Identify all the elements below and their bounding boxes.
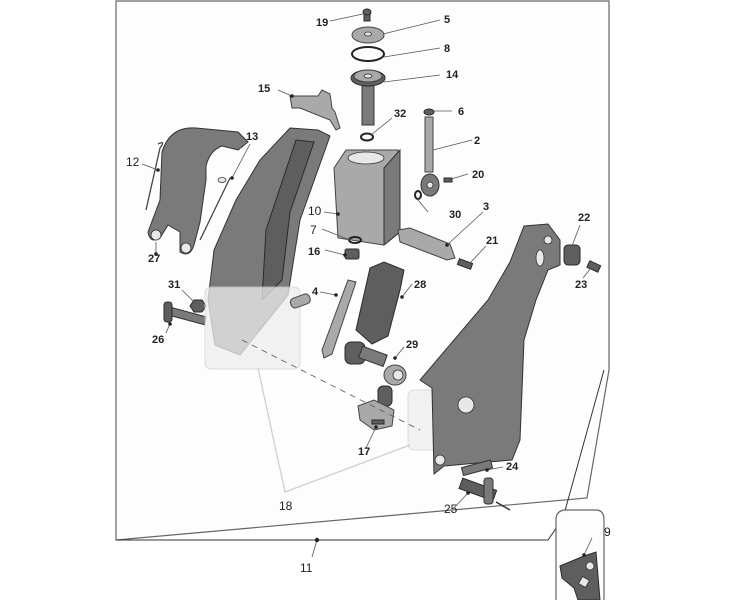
- callout-25[interactable]: 25: [444, 502, 458, 516]
- callout-19[interactable]: 19: [316, 17, 328, 29]
- part-24-bolt: [460, 459, 494, 477]
- callout-29[interactable]: 29: [406, 339, 418, 351]
- main-housing-ribs: [261, 139, 315, 302]
- part-29-lever: [344, 341, 407, 407]
- leader-lines: [141, 13, 593, 558]
- part-31-nut: [189, 299, 207, 313]
- callout-4[interactable]: 4: [312, 286, 319, 298]
- callout-23[interactable]: 23: [575, 279, 587, 291]
- part-26-pin: [163, 301, 207, 326]
- callout-10[interactable]: 10: [308, 204, 322, 218]
- callout-14[interactable]: 14: [446, 69, 459, 81]
- callout-7[interactable]: 7: [310, 223, 317, 237]
- part-22-bush: [563, 244, 581, 266]
- part-4-link: [321, 279, 357, 359]
- part-3-arm: [397, 227, 456, 261]
- callout-3[interactable]: 3: [483, 201, 489, 213]
- part-19-screw: [362, 8, 372, 22]
- callout-9[interactable]: 9: [604, 525, 611, 539]
- housing-pin: [289, 293, 311, 309]
- callout-13[interactable]: 13: [246, 131, 258, 143]
- callout-20[interactable]: 20: [472, 169, 484, 181]
- leader-18: [257, 367, 411, 493]
- part-30-clip: [414, 190, 422, 200]
- part-21-pin: [456, 258, 474, 270]
- highlight-region-left: [204, 286, 301, 370]
- callout-5[interactable]: 5: [444, 14, 450, 26]
- part-13-spring-loop: [217, 177, 227, 183]
- callout-21[interactable]: 21: [486, 235, 498, 247]
- callout-22[interactable]: 22: [578, 212, 590, 224]
- part-15-bracket: [289, 89, 341, 131]
- part-5-cap-disc: [351, 26, 385, 44]
- part-10-box-housing: [333, 148, 401, 247]
- part-13-spring: [199, 177, 231, 241]
- callout-18[interactable]: 18: [279, 499, 293, 513]
- part-25-pin: [458, 477, 511, 511]
- part-2-rod: [420, 116, 440, 197]
- right-bracket-plate: [419, 223, 561, 476]
- callout-27[interactable]: 27: [148, 253, 160, 265]
- callout-15[interactable]: 15: [258, 83, 270, 95]
- callout-12[interactable]: 12: [126, 155, 140, 169]
- part-12-spring-wire: [145, 142, 164, 211]
- callout-11[interactable]: 11: [300, 561, 313, 575]
- callout-17[interactable]: 17: [358, 446, 370, 458]
- part-23-bolt: [586, 260, 602, 273]
- part-17-switch-block: [357, 399, 395, 431]
- callout-26[interactable]: 26: [152, 334, 164, 346]
- callout-2[interactable]: 2: [474, 135, 480, 147]
- callout-30[interactable]: 30: [449, 209, 461, 221]
- part-8-o-ring: [351, 46, 385, 62]
- callout-32[interactable]: 32: [394, 108, 406, 120]
- part-32-small-ring: [360, 132, 374, 142]
- callout-8[interactable]: 8: [444, 43, 450, 55]
- callout-31[interactable]: 31: [168, 279, 180, 291]
- leader-dots: [154, 94, 586, 557]
- assembly-axis-line: [241, 339, 421, 431]
- part-6-cap: [423, 108, 435, 116]
- callout-6[interactable]: 6: [458, 106, 464, 118]
- part-16-sensor: [344, 248, 360, 260]
- part-28-link-plates: [355, 261, 405, 345]
- callout-labels: 19 5 8 14 15 32 6 2 13 12 20 30 10 3 22 …: [126, 14, 611, 575]
- callout-24[interactable]: 24: [506, 461, 519, 473]
- callout-28[interactable]: 28: [414, 279, 426, 291]
- part-14-flanged-shaft: [350, 69, 386, 126]
- callout-16[interactable]: 16: [308, 246, 320, 258]
